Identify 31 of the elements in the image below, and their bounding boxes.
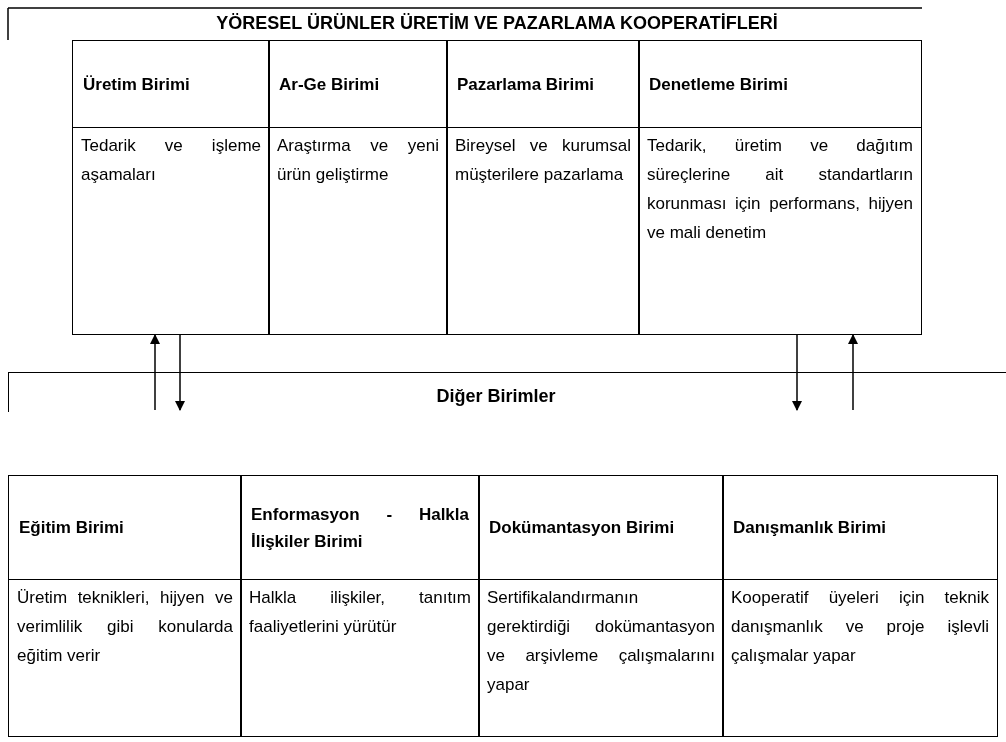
unit-column — [478, 475, 724, 737]
arrow — [847, 333, 859, 411]
column-heading: Üretim Birimi — [73, 41, 269, 128]
unit-description: Tedarik, üretim ve dağıtım süreçlerine ait standartların korunması için performans, hijyen ve mali denetim — [647, 135, 913, 244]
unit-description: Halkla ilişkiler, tanıtım faaliyetlerini yürütür — [249, 587, 471, 638]
unit-column — [268, 40, 448, 335]
column-heading: Enformasyon - Halkla İlişkiler Birimi — [241, 476, 479, 580]
unit-column — [446, 40, 640, 335]
unit-column — [8, 475, 242, 737]
column-heading: Dokümantasyon Birimi — [479, 476, 723, 580]
column-heading: Pazarlama Birimi — [447, 41, 639, 128]
section-band — [8, 372, 1006, 412]
arrow — [149, 333, 161, 411]
unit-description: Araştırma ve yeni ürün geliştirme — [277, 135, 439, 186]
column-heading: Denetleme Birimi — [639, 41, 921, 128]
main-title: YÖRESEL ÜRÜNLER ÜRETİM VE PAZARLAMA KOOPERATİFLERİ — [215, 12, 779, 35]
column-heading: Ar-Ge Birimi — [269, 41, 447, 128]
column-heading: Eğitim Birimi — [9, 476, 241, 580]
arrow — [174, 334, 186, 412]
unit-description: Sertifikalandırmanın gerektirdiği dokümantasyon ve arşivleme çalışmalarını yapar — [487, 587, 715, 696]
column-heading: Danışmanlık Birimi — [723, 476, 997, 580]
arrow — [791, 334, 803, 412]
unit-column — [240, 475, 480, 737]
unit-description: Kooperatif üyeleri için teknik danışmanlık ve proje işlevli çalışmalar yapar — [731, 587, 989, 667]
unit-column — [638, 40, 922, 335]
section-title: Diğer Birimler — [435, 385, 557, 408]
unit-column — [72, 40, 270, 335]
unit-column — [722, 475, 998, 737]
unit-description: Tedarik ve işleme aşamaları — [81, 135, 261, 186]
unit-description: Bireysel ve kurumsal müşterilere pazarlama — [455, 135, 631, 186]
unit-description: Üretim teknikleri, hijyen ve verimlilik gibi konularda eğitim verir — [17, 587, 233, 667]
